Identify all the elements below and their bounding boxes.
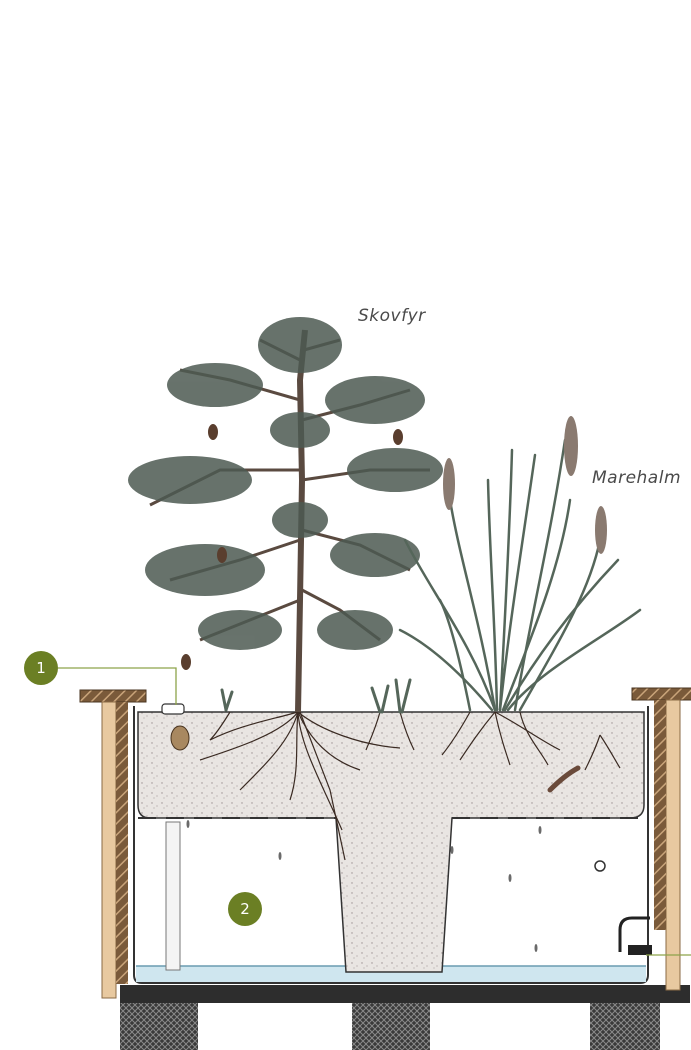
callout-marker-2[interactable]: 2 — [228, 892, 262, 926]
marehalm-label: Marehalm — [592, 468, 681, 488]
pine-tree-illustration — [128, 317, 443, 712]
grass-seed-heads — [443, 416, 607, 554]
skovfyr-label: Skovfyr — [358, 306, 426, 326]
pallet — [120, 985, 690, 1050]
callout-marker-1[interactable]: 1 — [24, 651, 58, 685]
